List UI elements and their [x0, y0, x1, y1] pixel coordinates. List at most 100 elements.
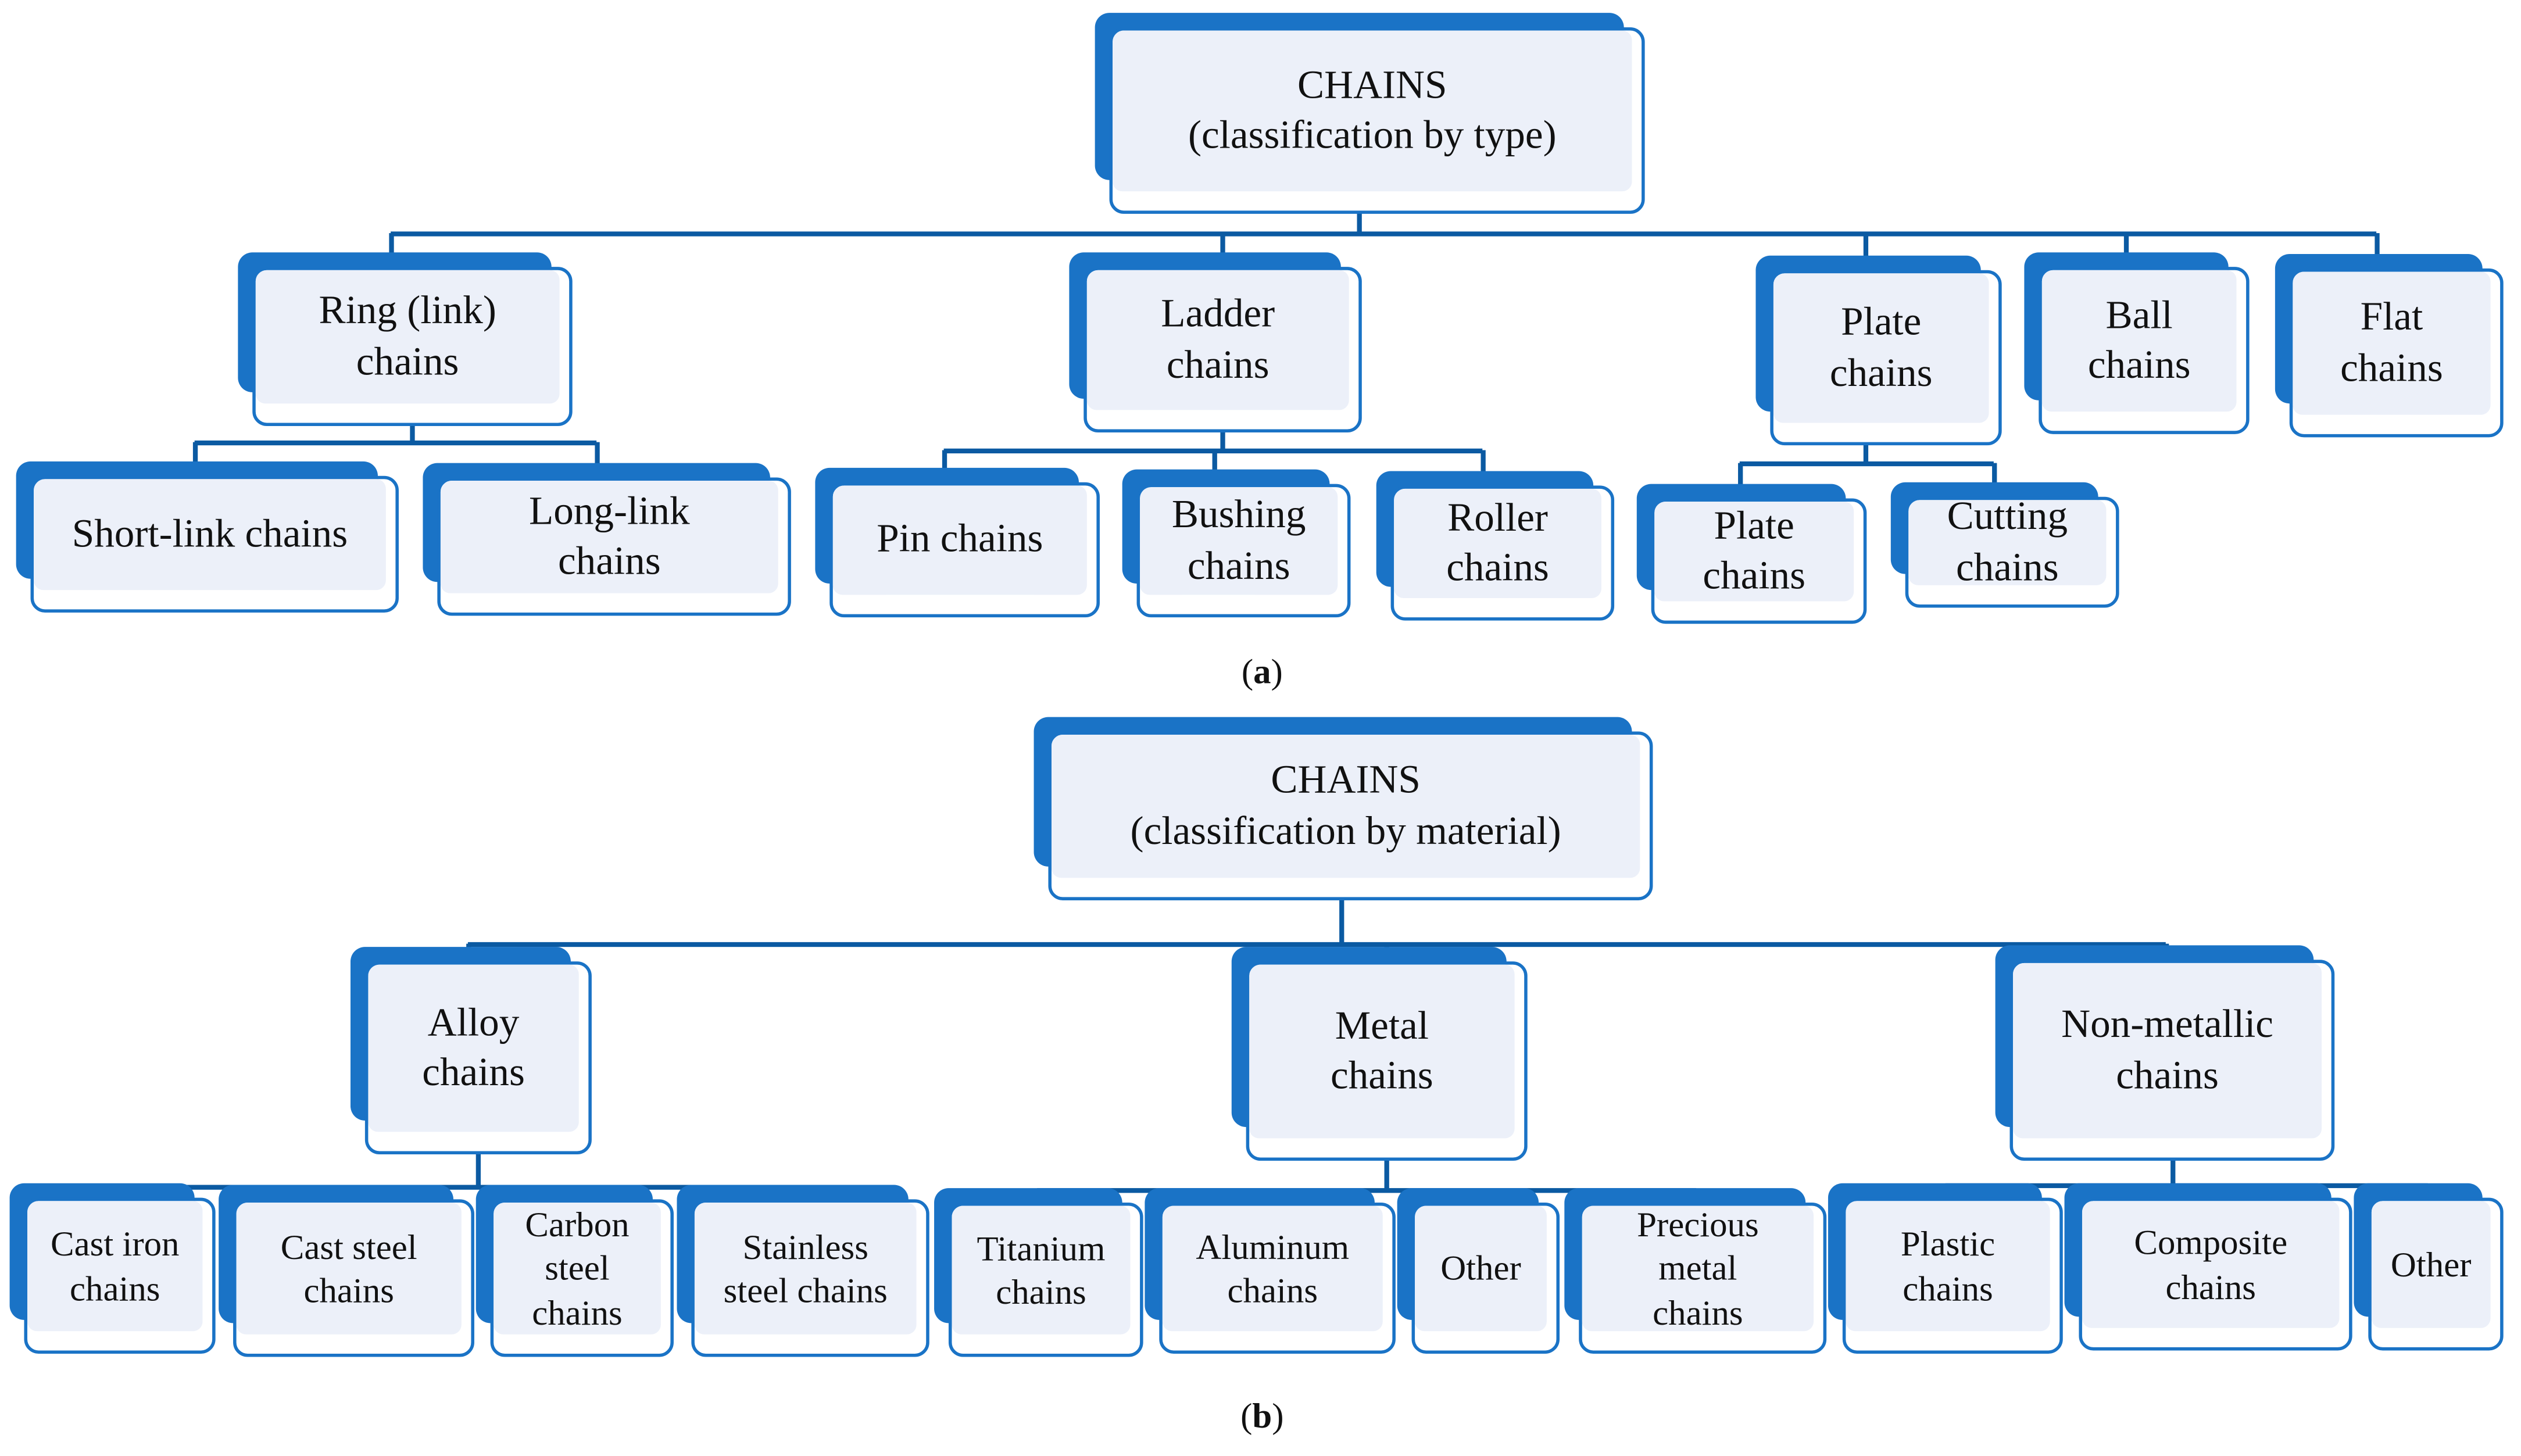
box-fill: [1415, 1205, 1547, 1332]
connector-line: [409, 421, 414, 442]
stainless-steel-chains-box: Stainless steel chains: [691, 1199, 929, 1357]
connector-line: [2169, 1156, 2175, 1185]
metal-chains-box: Metal chains: [1246, 961, 1528, 1161]
connector-line: [1862, 233, 1868, 261]
connector-line: [941, 450, 946, 476]
aluminum-chains-box-label: Aluminum chains: [1196, 1226, 1350, 1311]
long-link-chains-box-label: Long-link chains: [529, 489, 690, 584]
box-fill: [1140, 487, 1338, 595]
box-fill: [1654, 501, 1854, 602]
caption-a-letter: a: [1253, 651, 1271, 692]
box-fill: [236, 1202, 462, 1335]
short-link-chains-box-label: Short-link chains: [71, 513, 348, 556]
roller-chains-box-label: Roller chains: [1446, 496, 1549, 591]
connector-line: [1220, 427, 1225, 450]
connector-line: [194, 439, 597, 445]
connector-line: [2123, 233, 2128, 257]
connector-line: [1480, 450, 1485, 480]
connector-line: [391, 230, 2377, 236]
box-fill: [494, 1202, 661, 1335]
cast-iron-chains-box: Cast iron chains: [24, 1197, 216, 1354]
titanium-chains-box: Titanium chains: [948, 1202, 1143, 1357]
caption-b-letter: b: [1252, 1395, 1272, 1436]
box-fill: [2041, 270, 2237, 412]
connector-line: [1862, 440, 1868, 463]
long-link-chains-box: Long-link chains: [437, 477, 791, 616]
box-fill: [832, 485, 1087, 595]
precious-metal-chains-box: Precious metal chains: [1579, 1202, 1827, 1354]
box-fill: [694, 1202, 917, 1335]
caption-b: (b): [1240, 1395, 1284, 1436]
stainless-steel-chains-box-label: Stainless steel chains: [723, 1226, 888, 1311]
connector-line: [1211, 450, 1217, 478]
plate-chains-box: Plate chains: [1770, 270, 2002, 446]
aluminum-chains-box: Aluminum chains: [1159, 1202, 1396, 1354]
connector-line: [1991, 463, 1996, 488]
box-fill: [34, 479, 386, 591]
composite-chains-box-label: Composite chains: [2134, 1222, 2288, 1307]
connector-line: [1737, 463, 1742, 489]
ring-chains-box: Ring (link) chains: [252, 267, 573, 426]
cast-iron-chains-box-label: Cast iron chains: [51, 1223, 180, 1308]
flat-chains-box: Flat chains: [2289, 268, 2504, 438]
non-metallic-chains-box-label: Non-metallic chains: [2061, 1003, 2273, 1097]
connector-line: [475, 1149, 480, 1187]
cast-steel-chains-box: Cast steel chains: [233, 1199, 474, 1357]
metal-chains-box-label: Metal chains: [1331, 1004, 1433, 1099]
box-fill: [1582, 1205, 1814, 1332]
caption-a: (a): [1241, 651, 1283, 692]
connector-line: [192, 442, 197, 470]
box-fill: [1162, 1205, 1383, 1332]
box-fill: [1249, 964, 1515, 1139]
box-fill: [2013, 963, 2322, 1139]
root-type-box-label: CHAINS (classification by type): [1188, 63, 1557, 158]
cutting-chains-box: Cutting chains: [1905, 496, 2119, 608]
connector-line: [467, 941, 2166, 946]
box-fill: [440, 481, 778, 593]
carbon-steel-chains-box: Carbon steel chains: [490, 1199, 674, 1357]
bushing-chains-box: Bushing chains: [1136, 484, 1351, 618]
short-link-chains-box: Short-link chains: [30, 475, 399, 613]
box-fill: [1773, 273, 1989, 423]
connector-line: [388, 233, 394, 257]
pin-chains-box: Pin chains: [829, 482, 1100, 618]
metal-other-box: Other: [1411, 1202, 1560, 1354]
ladder-chains-box: Ladder chains: [1084, 267, 1362, 433]
plastic-chains-box-label: Plastic chains: [1900, 1223, 1996, 1308]
plastic-chains-box: Plastic chains: [1842, 1197, 2063, 1354]
box-fill: [1394, 488, 1601, 598]
connector-line: [1338, 895, 1343, 944]
box-fill: [952, 1205, 1131, 1335]
pin-chains-box-label: Pin chains: [877, 518, 1043, 562]
box-fill: [2293, 271, 2491, 415]
alloy-chains-box-label: Alloy chains: [422, 1001, 525, 1095]
roller-chains-box: Roller chains: [1390, 485, 1615, 621]
cast-steel-chains-box-label: Cast steel chains: [280, 1226, 417, 1311]
plate-chains-sub-box: Plate chains: [1651, 498, 1867, 624]
ladder-chains-box-label: Ladder chains: [1161, 293, 1275, 387]
titanium-chains-box-label: Titanium chains: [977, 1227, 1106, 1312]
box-fill: [1113, 30, 1632, 192]
box-fill: [1051, 735, 1640, 878]
connector-line: [594, 442, 599, 470]
carbon-steel-chains-box-label: Carbon steel chains: [525, 1204, 630, 1333]
alloy-chains-box: Alloy chains: [364, 961, 592, 1154]
plate-chains-box-label: Plate chains: [1829, 300, 1933, 395]
nonmetallic-other-box-label: Other: [2390, 1244, 2472, 1285]
precious-metal-chains-box-label: Precious metal chains: [1637, 1204, 1759, 1333]
bushing-chains-box-label: Bushing chains: [1171, 493, 1306, 588]
box-fill: [368, 964, 579, 1132]
connector-line: [1220, 233, 1225, 257]
box-fill: [255, 270, 560, 404]
connector-line: [109, 1184, 804, 1189]
metal-other-box-label: Other: [1440, 1248, 1521, 1289]
box-fill: [1846, 1201, 2050, 1332]
non-metallic-chains-box: Non-metallic chains: [2009, 960, 2335, 1161]
cutting-chains-box-label: Cutting chains: [1947, 496, 2068, 589]
box-fill: [1908, 500, 2107, 585]
root-material-box-label: CHAINS (classification by material): [1130, 759, 1561, 853]
composite-chains-box: Composite chains: [2079, 1197, 2352, 1351]
connector-line: [1383, 1156, 1389, 1190]
flat-chains-box-label: Flat chains: [2340, 296, 2443, 390]
